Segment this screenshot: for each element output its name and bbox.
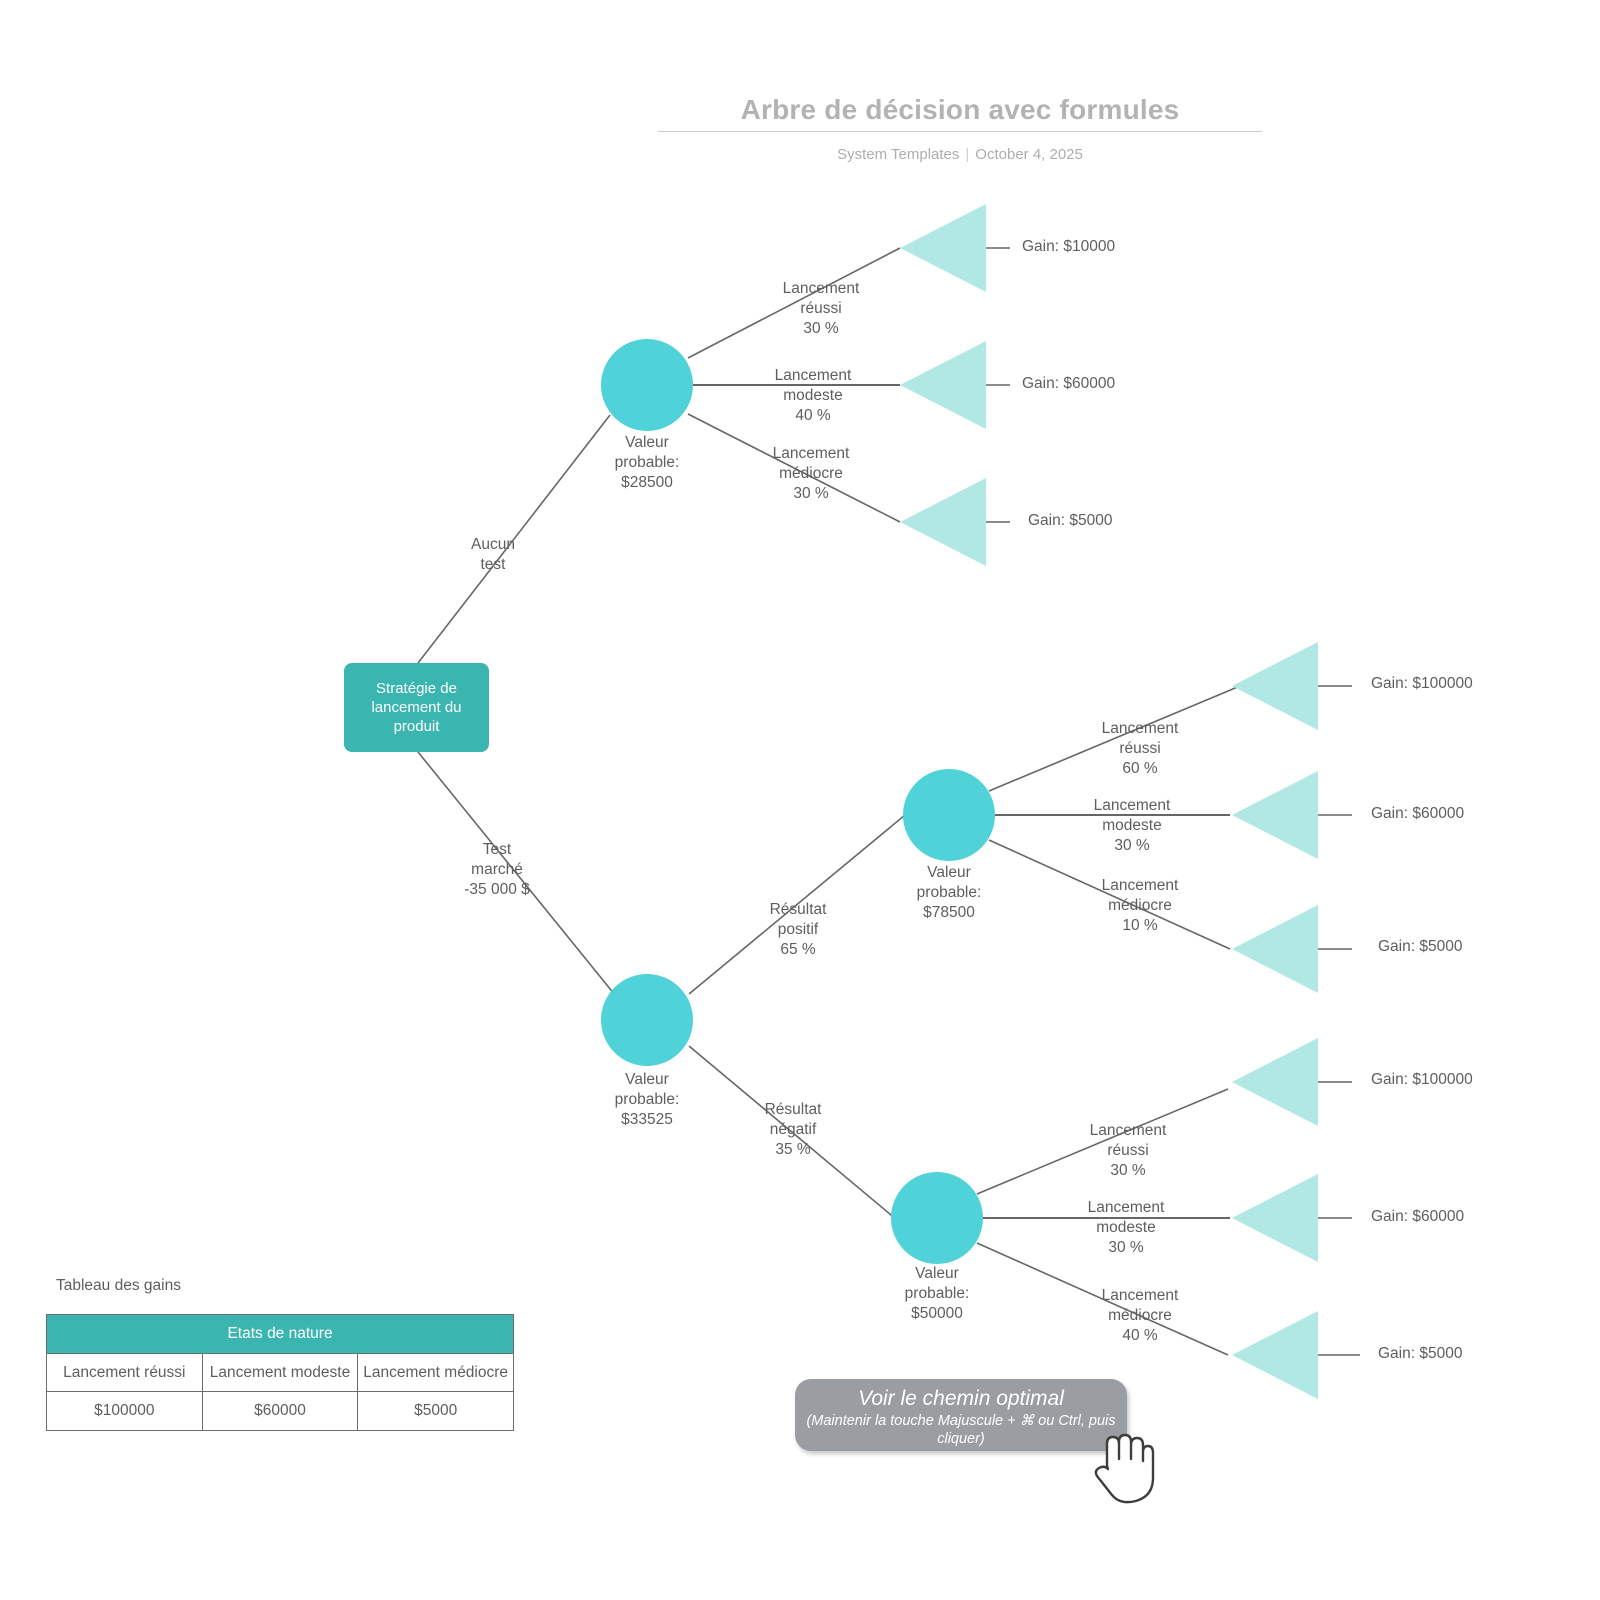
chance-node-test-value: Valeur probable: $33525: [614, 1071, 680, 1129]
subtitle-separator: |: [965, 146, 970, 163]
payoff-value-0: $100000: [46, 1391, 203, 1431]
triangle-icon: [900, 204, 986, 292]
optimal-button-title: Voir le chemin optimal: [858, 1387, 1064, 1410]
branch-label-positive-poor: Lancement médiocre 10 %: [1101, 877, 1179, 935]
branch-label-negative-modest: Lancement modeste 30 %: [1087, 1199, 1165, 1257]
branch-label-negative-success: Lancement réussi 30 %: [1089, 1122, 1167, 1180]
branch-label-positive-modest: Lancement modeste 30 %: [1093, 797, 1171, 855]
chance-node-negative-value: Valeur probable: $50000: [904, 1265, 970, 1323]
branch-label-no-test-modest: Lancement modeste 40 %: [774, 367, 852, 425]
payoff-column-1: Lancement modeste: [201, 1352, 359, 1393]
triangle-icon: [1232, 771, 1318, 859]
payoff-value-2: $5000: [357, 1391, 514, 1431]
view-optimal-path-button[interactable]: Voir le chemin optimal (Maintenir la tou…: [795, 1379, 1127, 1451]
branch-label-test-marche: Test marché -35 000 $: [464, 841, 530, 899]
gain-label-negative-modest: Gain: $60000: [1371, 1208, 1465, 1225]
table-row: $100000 $60000 $5000: [46, 1391, 514, 1431]
chance-node-no-test[interactable]: [601, 339, 693, 431]
gain-label-no-test-success: Gain: $10000: [1022, 238, 1116, 255]
edge-root-test: [417, 751, 616, 996]
triangle-icon: [1232, 1038, 1318, 1126]
table-column-row: Lancement réussi Lancement modeste Lance…: [46, 1352, 514, 1393]
triangle-icon: [900, 478, 986, 566]
root-decision-label: Stratégie de lancement du produit: [371, 679, 462, 736]
payoff-table-header: Etats de nature: [46, 1314, 514, 1354]
triangle-icon: [1232, 642, 1318, 730]
edge-positive-success: [988, 685, 1241, 792]
chance-node-negative[interactable]: [891, 1172, 983, 1264]
branch-label-no-test-poor: Lancement médiocre 30 %: [772, 445, 850, 503]
payoff-column-0: Lancement réussi: [46, 1352, 203, 1393]
edge-root-no-test: [417, 414, 611, 664]
subtitle-author: System Templates: [837, 146, 960, 163]
branch-label-aucun-test: Aucun test: [471, 536, 515, 574]
chance-node-no-test-value: Valeur probable: $28500: [614, 434, 680, 492]
table-header-row: Etats de nature: [46, 1314, 514, 1354]
branch-label-negative-poor: Lancement médiocre 40 %: [1101, 1287, 1179, 1345]
triangle-icon: [1232, 1311, 1318, 1399]
edge-test-negative: [688, 1045, 898, 1221]
payoff-table-caption: Tableau des gains: [56, 1277, 181, 1294]
chance-node-positive-value: Valeur probable: $78500: [916, 864, 982, 922]
edge-positive-poor: [988, 839, 1231, 950]
triangle-icon: [900, 341, 986, 429]
gain-label-negative-success: Gain: $100000: [1371, 1071, 1473, 1088]
chance-node-positive[interactable]: [903, 769, 995, 861]
edge-no-test-poor: [687, 413, 901, 523]
gain-label-positive-modest: Gain: $60000: [1371, 805, 1465, 822]
payoff-value-1: $60000: [201, 1391, 359, 1431]
edge-test-positive: [688, 814, 906, 995]
gain-label-positive-poor: Gain: $5000: [1378, 938, 1463, 955]
edge-negative-success: [976, 1088, 1229, 1195]
page-title: Arbre de décision avec formules: [740, 94, 1180, 125]
branch-label-resultat-negatif: Résultat négatif 35 %: [764, 1101, 822, 1159]
subtitle-date: October 4, 2025: [975, 146, 1083, 163]
edge-no-test-success: [687, 247, 901, 359]
page-subtitle: System Templates | October 4, 2025: [658, 146, 1262, 163]
branch-label-resultat-positif: Résultat positif 65 %: [769, 901, 827, 959]
payoff-column-2: Lancement médiocre: [357, 1352, 514, 1393]
gain-label-no-test-poor: Gain: $5000: [1028, 512, 1113, 529]
branch-label-no-test-success: Lancement réussi 30 %: [782, 280, 860, 338]
hand-cursor-icon: [1094, 1433, 1155, 1504]
chance-node-test[interactable]: [601, 974, 693, 1066]
triangle-icon: [1232, 1174, 1318, 1262]
gain-label-no-test-modest: Gain: $60000: [1022, 375, 1116, 392]
gain-label-positive-success: Gain: $100000: [1371, 675, 1473, 692]
optimal-button-hint: (Maintenir la touche Majuscule + ⌘ ou Ct…: [806, 1413, 1116, 1447]
triangle-icon: [1232, 905, 1318, 993]
gain-label-negative-poor: Gain: $5000: [1378, 1345, 1463, 1362]
edge-negative-poor: [976, 1242, 1229, 1356]
payoff-table: Etats de nature Lancement réussi Lanceme…: [46, 1314, 514, 1431]
root-decision-node[interactable]: Stratégie de lancement du produit: [344, 663, 489, 752]
branch-label-positive-success: Lancement réussi 60 %: [1101, 720, 1179, 778]
title-divider: [658, 131, 1262, 132]
